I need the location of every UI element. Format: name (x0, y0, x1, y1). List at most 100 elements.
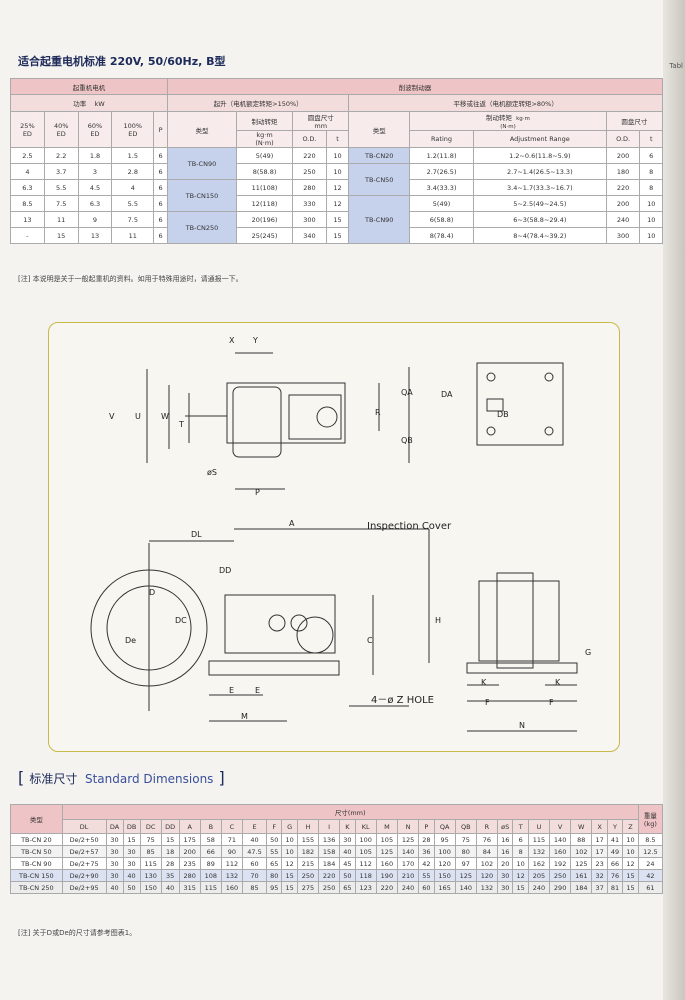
dim-weight-cell: 61 (637, 881, 664, 894)
label-a: A (289, 519, 295, 528)
dim-cell: 235 (178, 857, 201, 870)
dim-col-header: C (220, 819, 244, 834)
p-cell: 6 (153, 195, 169, 212)
ed-cell: 2.5 (10, 147, 45, 164)
dim-cell: 10 (281, 845, 298, 858)
label-g: G (585, 648, 591, 657)
dim-cell: 32 (591, 869, 608, 882)
ed-cell: 6.3 (10, 179, 45, 196)
label-dl: DL (191, 530, 202, 539)
dim-type-col: 类型 (10, 804, 63, 834)
ed-cell: 6.3 (77, 195, 113, 212)
dim-cell: 162 (527, 857, 551, 870)
torque-unit: kg·m (N·m) (235, 130, 294, 148)
t2-cell: 10 (639, 195, 663, 212)
dim-type-cell: TB-CN 90 (10, 857, 63, 870)
dim-cell: 50 (122, 881, 141, 894)
dim-col-header: QA (433, 819, 456, 834)
dim-cell: 250 (318, 881, 341, 894)
dim-cell: 15 (122, 833, 141, 846)
dim-cell: 132 (475, 881, 498, 894)
dim-col-header: M (375, 819, 398, 834)
label-d: D (149, 588, 155, 597)
dim-cell: 42 (418, 857, 435, 870)
dim-cell: 90 (220, 845, 244, 858)
t2-cell: 10 (639, 211, 663, 228)
dim-col-header: G (281, 819, 298, 834)
ed-cell: 15 (43, 227, 79, 244)
dim-cell: 102 (570, 845, 593, 858)
dim-cell: 71 (220, 833, 244, 846)
dim-cell: De/2+90 (61, 869, 107, 882)
dim-cell: 16 (496, 845, 514, 858)
label-w: W (161, 412, 169, 421)
lift-header: 起升（电机额定转矩>150%） (167, 94, 350, 112)
dim-cell: 136 (318, 833, 341, 846)
dim-col-header: B (199, 819, 222, 834)
dim-type-cell: TB-CN 20 (10, 833, 63, 846)
dim-cell: 50 (265, 833, 283, 846)
dim-cell: 182 (296, 845, 320, 858)
brake-base (208, 660, 340, 676)
label-de: De (125, 636, 136, 645)
od-col-2: O.D. (605, 130, 641, 148)
dim-cell: 12 (512, 869, 529, 882)
t2-cell: 8 (639, 179, 663, 196)
dim-cell: 49 (606, 845, 624, 858)
dim-col-header: DC (139, 819, 162, 834)
od-cell: 340 (292, 227, 327, 244)
dim-cell: 15 (281, 869, 298, 882)
dim-type-cell: TB-CN 50 (10, 845, 63, 858)
dim-cell: 81 (606, 881, 624, 894)
torque-cell: 5(49) (235, 147, 294, 164)
travel-type-cell: TB-CN50 (348, 163, 411, 196)
dim-cell: 250 (296, 869, 320, 882)
dim-cell: 280 (178, 869, 201, 882)
dim-cell: 165 (433, 881, 456, 894)
label-v: V (109, 412, 115, 421)
od2-cell: 180 (605, 163, 641, 180)
power-header: 功率 kW (9, 94, 169, 112)
ed-cell: - (10, 227, 45, 244)
t2-cell: 10 (639, 227, 663, 244)
doc-title: 适合起重电机标准 220V, 50/60Hz, B型 (18, 55, 226, 68)
dim-cell: 120 (475, 869, 498, 882)
brake-body-lower (224, 594, 336, 654)
label-t: T (178, 420, 184, 429)
label-e: E (229, 686, 234, 695)
label-u: U (135, 412, 141, 421)
brake-front (478, 580, 560, 662)
dim-cell: 184 (570, 881, 593, 894)
dim-cell: 55 (265, 845, 283, 858)
dim-cell: 125 (375, 845, 398, 858)
od-cell: 280 (292, 179, 327, 196)
travel-type-cell: TB-CN90 (348, 195, 411, 244)
label-dd: DD (219, 566, 231, 575)
ed-cell: 1.8 (77, 147, 113, 164)
dim-col-header: I (318, 819, 341, 834)
dim-col-header: øS (496, 819, 514, 834)
dim-cell: 16 (496, 833, 514, 846)
label-p: P (255, 488, 260, 497)
dim-cell: 97 (454, 857, 477, 870)
dim-cell: De/2+75 (61, 857, 107, 870)
ed-col: 40% ED (43, 111, 79, 148)
dim-col-header: DD (160, 819, 180, 834)
dim-cell: 12 (622, 857, 639, 870)
od-cell: 330 (292, 195, 327, 212)
ed-cell: 7.5 (111, 211, 155, 228)
dim-cell: 160 (549, 845, 572, 858)
dim-type-cell: TB-CN 250 (10, 881, 63, 894)
label-f: F (485, 698, 490, 707)
p-cell: 6 (153, 147, 169, 164)
adj-cell: 5~2.5(49~24.5) (472, 195, 607, 212)
ed-cell: 7.5 (43, 195, 79, 212)
dim-cell: 160 (375, 857, 398, 870)
note-2: [注] 关于D或De的尺寸请参考图表1。 (18, 929, 137, 937)
